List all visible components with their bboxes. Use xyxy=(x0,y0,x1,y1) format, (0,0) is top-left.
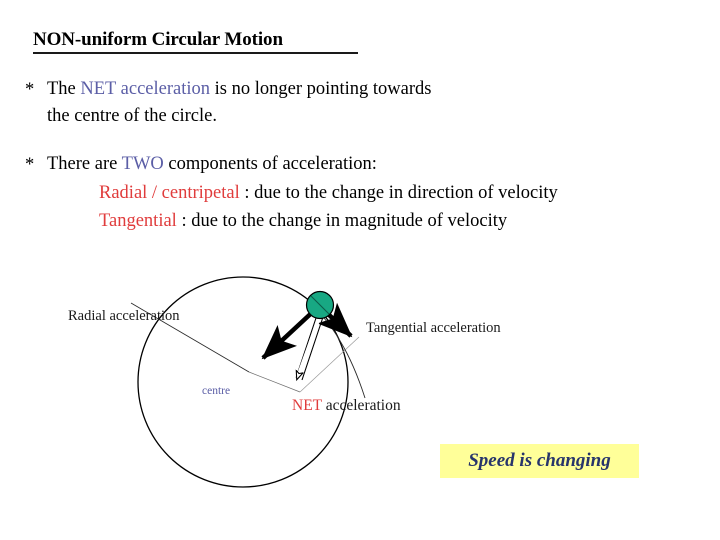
sub-item-radial: Radial / centripetal : due to the change… xyxy=(99,184,558,203)
label-radial-acceleration: Radial acceleration xyxy=(68,308,180,324)
vector-radial-acceleration xyxy=(261,305,320,360)
leader-line-net-to-tangential xyxy=(299,336,360,393)
bullet-2-line-1: There are TWO components of acceleration… xyxy=(47,155,377,174)
sub-item-tangential: Tangential : due to the change in magnit… xyxy=(99,212,507,231)
bullet-1-accent-net-acceleration: NET acceleration xyxy=(80,79,210,99)
bullet-1-line-1: The NET acceleration is no longer pointi… xyxy=(47,80,431,99)
bullet-1-line-2: the centre of the circle. xyxy=(47,106,217,126)
sub-item-radial-rest: : due to the change in direction of velo… xyxy=(239,183,558,203)
motion-circle xyxy=(137,276,349,488)
sub-item-tangential-accent: Tangential xyxy=(99,211,177,231)
bullet-1-text-pre: The xyxy=(47,79,81,99)
leader-line-radial xyxy=(130,302,250,373)
speed-changing-callout: Speed is changing xyxy=(440,444,639,478)
bullet-2-text-pre: There are xyxy=(47,154,122,174)
page-title: NON-uniform Circular Motion xyxy=(33,29,283,50)
label-net-acceleration: NET acceleration xyxy=(292,397,401,415)
bullet-marker-2: * xyxy=(25,155,35,175)
sub-item-tangential-rest: : due to the change in magnitude of velo… xyxy=(176,211,508,231)
title-underline xyxy=(33,52,358,54)
ball-highlight-line xyxy=(310,295,330,315)
bullet-2-text-post: components of acceleration: xyxy=(163,154,377,174)
label-net-rest: acceleration xyxy=(321,397,401,414)
bullet-1-text-post: is no longer pointing towards xyxy=(210,79,432,99)
leader-line-tangential xyxy=(315,308,366,399)
label-centre: centre xyxy=(202,385,231,397)
speed-changing-callout-text: Speed is changing xyxy=(468,450,611,471)
leader-line-radial-to-net xyxy=(248,371,301,393)
sub-item-radial-accent: Radial / centripetal xyxy=(99,183,240,203)
vector-net-acceleration xyxy=(295,309,324,379)
bullet-marker-1: * xyxy=(25,80,35,100)
label-net-accent: NET xyxy=(292,397,322,414)
label-tangential-acceleration: Tangential acceleration xyxy=(366,320,501,336)
vector-net-acceleration-shaft-right xyxy=(301,310,326,381)
bullet-2-accent-two: TWO xyxy=(121,154,164,174)
